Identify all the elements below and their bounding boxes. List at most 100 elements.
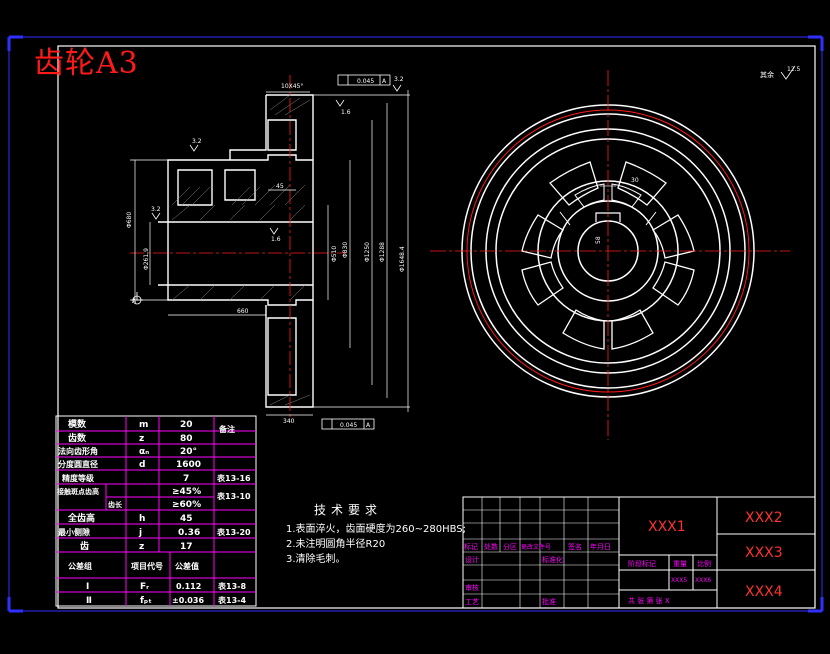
param-sym-0: m [139, 420, 148, 430]
tb-process: 工艺 [465, 598, 479, 606]
tb-approve: 批准 [542, 597, 556, 606]
sub-row-group-1: Ⅱ [86, 596, 92, 606]
tb-scale-val1: XXX5 [671, 577, 687, 584]
rev-header-4: 签名 [568, 542, 582, 551]
dim-datum2: A [366, 422, 371, 429]
technical-requirements: 技术要求 1.表面淬火，齿面硬度为260~280HBS; 2.未注明圆角半径R2… [286, 503, 466, 567]
roughness-note: 其余 12.5 [760, 65, 801, 80]
param-val-5: ≥45% [172, 487, 201, 497]
sub-row-ref-0: 表13-8 [217, 581, 246, 591]
param-val-1: 80 [180, 434, 193, 444]
param-val-9: 17 [180, 542, 193, 552]
param-name-4: 精度等级 [62, 473, 95, 483]
param-name-6: 齿长 [108, 500, 123, 509]
remark-2: 表13-20 [216, 527, 251, 537]
section-dimension-labels: 10X45° 0.045 A 3.2 1.6 3.2 3.2 1.6 45 Φ6… [126, 76, 406, 429]
dim-datum1: A [382, 78, 387, 85]
dim-830: Φ830 [342, 242, 349, 258]
rev-header-3: 更改文件号 [521, 543, 551, 551]
parameter-table [55, 415, 257, 607]
tb-standard: 标准化 [542, 555, 563, 564]
dim-1250: Φ1250 [364, 242, 371, 262]
param-name-2: 法向齿形角 [58, 446, 98, 456]
roughness-label: 其余 [760, 70, 774, 79]
tb-design: 设计 [465, 555, 479, 564]
title-block-names: XXX1 XXX2 XXX3 XXX4 [648, 510, 783, 600]
rev-header-5: 年月日 [590, 542, 611, 551]
dim-680: Φ680 [126, 212, 133, 228]
param-name-5: 接触斑点齿高 [57, 487, 99, 496]
sub-row-item-1: fₚₜ [140, 596, 152, 606]
param-sym-3: d [139, 460, 145, 470]
dim-2619: Φ261.9 [143, 248, 150, 270]
drawing-title: 齿轮A3 [34, 46, 139, 81]
datum-a-letter: A [132, 298, 137, 305]
remark-header: 备注 [218, 424, 235, 434]
param-sym-8: j [138, 528, 142, 538]
dim-510: Φ510 [331, 246, 338, 262]
param-sym-9: z [139, 542, 144, 552]
tb-cell-2: XXX4 [745, 584, 783, 600]
tb-cell-0: XXX2 [745, 510, 783, 526]
param-val-2: 20° [180, 447, 197, 457]
sub-row-value-1: ±0.036 [172, 596, 204, 605]
parameter-table-text: 模数 m 20 齿数 z 80 法向齿形角 αₙ 20° 分度圆直径 d 160… [57, 418, 251, 606]
remark-0: 表13-16 [216, 473, 251, 483]
sheet-border [7, 35, 824, 613]
sub-header-item: 项目代号 [131, 561, 163, 571]
param-sym-2: αₙ [139, 447, 149, 457]
param-sym-7: h [139, 514, 145, 524]
front-view [430, 70, 790, 440]
tech-heading: 技术要求 [314, 503, 383, 517]
sub-header-value: 公差值 [175, 561, 199, 571]
section-view [130, 74, 410, 430]
param-val-3: 1600 [176, 460, 201, 470]
dim-rough2: 3.2 [192, 138, 202, 145]
tb-name-cell: XXX1 [648, 519, 686, 535]
param-name-3: 分度圆直径 [58, 459, 98, 469]
param-val-4: 7 [183, 474, 189, 484]
param-name-0: 模数 [68, 418, 87, 430]
tb-scale: 比例 [697, 559, 711, 568]
front-view-labels: 30 58 [595, 177, 639, 244]
dim-45: 45 [276, 183, 284, 190]
param-name-8: 最小侧隙 [58, 527, 90, 537]
tb-cell-1: XXX3 [745, 545, 783, 561]
param-name-1: 齿数 [68, 432, 87, 444]
remark-1: 表13-10 [216, 491, 251, 501]
dim-rough3: 3.2 [151, 206, 161, 213]
tb-weight: 重量 [673, 560, 687, 568]
tb-scale-val2: XXX6 [695, 577, 711, 584]
title-block [462, 496, 816, 609]
title-block-text: 标记 处数 分区 更改文件号 签名 年月日 设计 标准化 阶段标记 重量 比例 … [464, 542, 711, 606]
dim-tol2: 0.045 [340, 422, 357, 429]
rev-header-0: 标记 [464, 542, 478, 551]
dim-340: 340 [283, 418, 295, 425]
param-val-6: ≥60% [172, 500, 201, 510]
dim-rough1: 3.2 [394, 76, 404, 83]
sub-row-item-0: Fᵣ [140, 582, 149, 592]
roughness-value: 12.5 [787, 66, 801, 73]
tech-item-2: 3.清除毛刺。 [286, 554, 346, 565]
sub-row-value-0: 0.112 [176, 582, 201, 591]
dim-1288: Φ1288 [379, 242, 386, 262]
rev-header-2: 分区 [503, 542, 517, 551]
dim-rough5: 1.6 [271, 236, 281, 243]
param-name-9: 齿 [80, 540, 89, 552]
dim-660: 660 [237, 308, 249, 315]
dim-chamfer: 10X45° [281, 83, 303, 90]
param-val-0: 20 [180, 420, 193, 430]
rev-header-1: 处数 [484, 542, 498, 551]
tech-item-0: 1.表面淬火，齿面硬度为260~280HBS; [286, 524, 467, 535]
sub-row-ref-1: 表13-4 [217, 595, 246, 605]
dim-rough4: 1.6 [341, 109, 351, 116]
param-name-7: 全齿高 [67, 512, 95, 524]
dim-1648: Φ1648.4 [399, 246, 406, 272]
dim-tol1: 0.045 [357, 78, 374, 85]
sub-row-group-0: Ⅰ [86, 582, 89, 592]
param-val-8: 0.36 [178, 528, 200, 538]
sub-header-group: 公差组 [68, 561, 92, 571]
dim-30: 30 [631, 177, 639, 184]
tb-stage: 阶段标记 [628, 559, 656, 568]
